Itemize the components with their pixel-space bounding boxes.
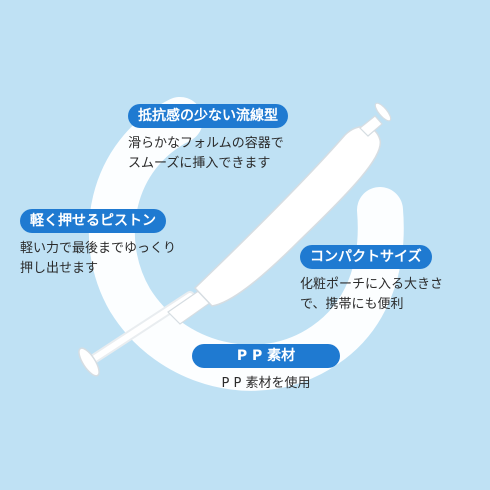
feature-description: 滑らかなフォルムの容器で スムーズに挿入できます (128, 136, 284, 171)
applicator-icon (78, 102, 392, 377)
feature-description: 化粧ポーチに入る大きさ で、携帯にも便利 (300, 277, 444, 312)
feature-title: P P 素材 (192, 344, 340, 368)
feature-description: 軽い力で最後までゆっくり 押し出せます (20, 241, 177, 276)
feature-title: コンパクトサイズ (300, 245, 432, 269)
feature-compact-size: コンパクトサイズ 化粧ポーチに入る大きさ で、携帯にも便利 (300, 245, 443, 315)
feature-pp-material: P P 素材 P P 素材を使用 (192, 344, 340, 394)
feature-light-piston: 軽く押せるピストン 軽い力で最後までゆっくり 押し出せます (20, 209, 176, 279)
feature-streamlined: 抵抗感の少ない流線型 滑らかなフォルムの容器で スムーズに挿入できます (128, 104, 288, 174)
feature-title: 軽く押せるピストン (20, 209, 166, 233)
feature-description: P P 素材を使用 (221, 376, 311, 391)
feature-title: 抵抗感の少ない流線型 (128, 104, 288, 128)
